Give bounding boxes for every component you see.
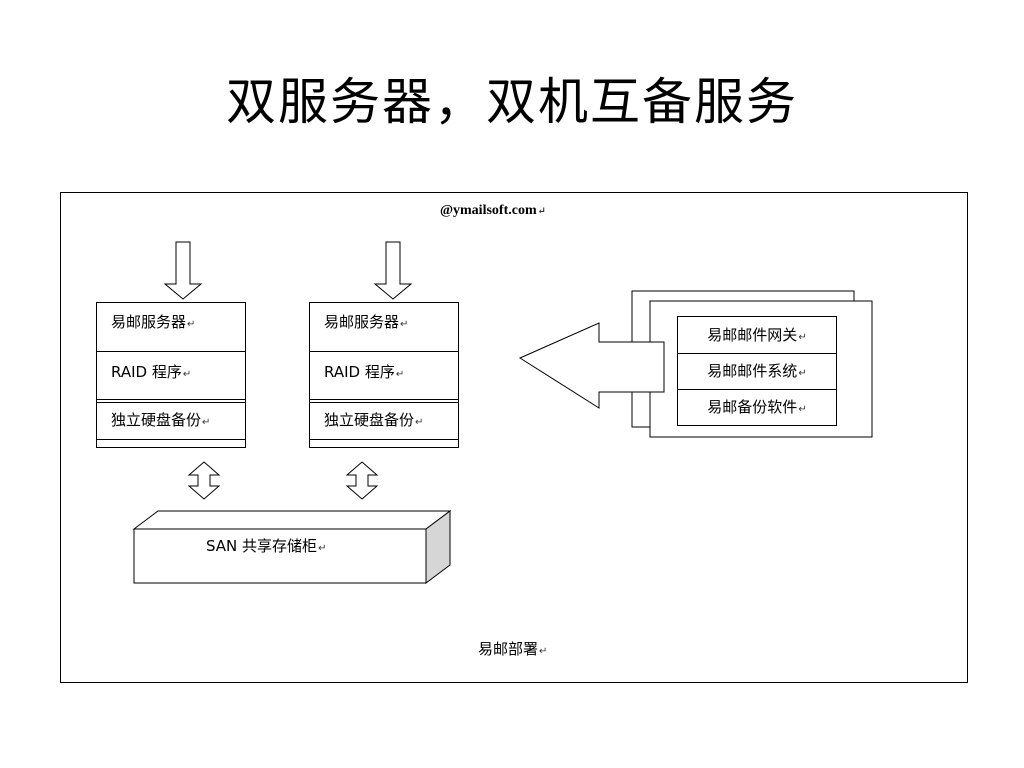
domain-label: @ymailsoft.com↵ (440, 203, 547, 218)
san-storage-box (132, 510, 452, 584)
software-item: 易邮邮件系统↵ (707, 362, 807, 380)
server-stack-2: 易邮服务器↵ RAID 程序↵ 独立硬盘备份↵ (309, 302, 459, 448)
raid-row: RAID 程序↵ (324, 363, 405, 381)
server-row: 易邮服务器↵ (111, 313, 196, 331)
deployment-frame (60, 192, 968, 683)
left-arrow (518, 322, 665, 409)
software-list: 易邮邮件网关↵ 易邮邮件系统↵ 易邮备份软件↵ (677, 316, 837, 426)
server-row: 易邮服务器↵ (324, 313, 409, 331)
software-item: 易邮邮件网关↵ (707, 326, 807, 344)
backup-row: 独立硬盘备份↵ (111, 411, 211, 429)
down-arrow-2 (373, 241, 413, 300)
server-stack-1: 易邮服务器↵ RAID 程序↵ 独立硬盘备份↵ (96, 302, 246, 448)
double-arrow-1 (187, 461, 221, 500)
raid-row: RAID 程序↵ (111, 363, 192, 381)
software-item: 易邮备份软件↵ (707, 398, 807, 416)
diagram-caption: 易邮部署↵ (478, 640, 548, 658)
san-storage-label: SAN 共享存储柜↵ (206, 537, 327, 555)
down-arrow-1 (163, 241, 203, 300)
backup-row: 独立硬盘备份↵ (324, 411, 424, 429)
double-arrow-2 (345, 461, 379, 500)
slide-title: 双服务器，双机互备服务 (226, 73, 798, 131)
